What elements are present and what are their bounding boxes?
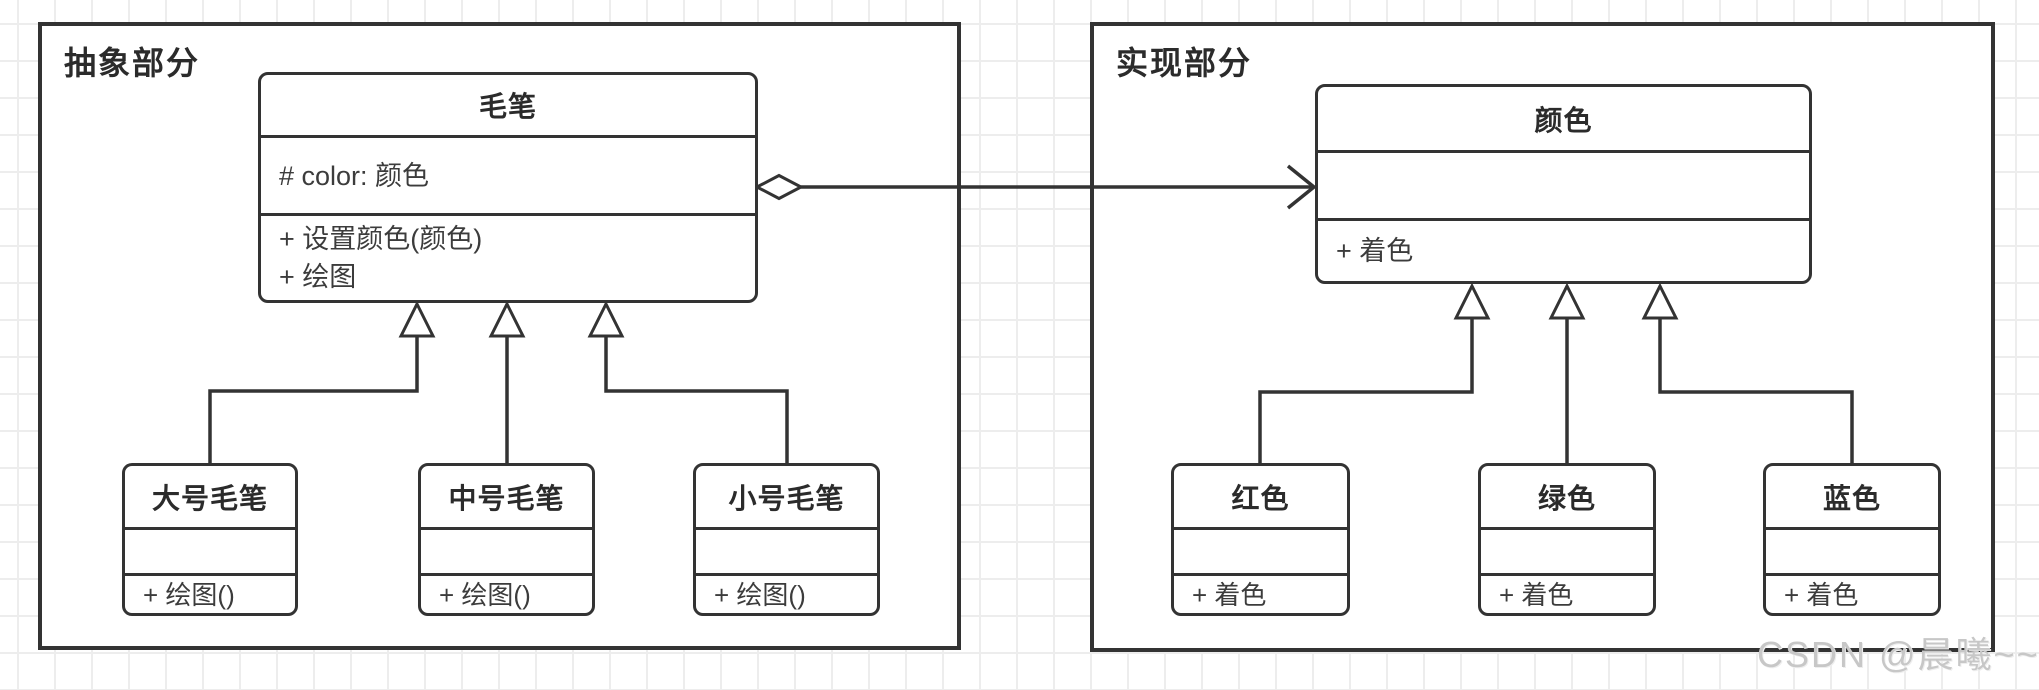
methods-compartment: + 着色	[1174, 573, 1347, 613]
class-name: 中号毛笔	[448, 482, 565, 514]
class-name: 小号毛笔	[728, 482, 845, 514]
class-name: 绿色	[1537, 482, 1596, 514]
attributes-compartment	[1481, 527, 1653, 573]
class-box-blue: 蓝色 + 着色	[1763, 463, 1941, 616]
class-name: 颜色	[1534, 104, 1593, 136]
attributes-compartment	[421, 527, 592, 573]
methods-compartment: + 绘图()	[696, 573, 877, 613]
class-box-color: 颜色 + 着色	[1315, 84, 1812, 284]
class-name: 红色	[1231, 482, 1290, 514]
method-row: + 着色	[1784, 579, 1859, 610]
method-row: + 绘图	[279, 262, 357, 292]
attributes-compartment	[1766, 527, 1938, 573]
class-box-brush: 毛笔 # color: 颜色 + 设置颜色(颜色) + 绘图	[258, 72, 758, 303]
method-row: + 绘图()	[714, 579, 806, 610]
csdn-watermark: CSDN @晨曦~~	[1757, 634, 2039, 675]
attributes-compartment	[1174, 527, 1347, 573]
method-row: + 绘图()	[439, 579, 531, 610]
class-name: 蓝色	[1822, 482, 1881, 514]
method-row: + 绘图()	[143, 579, 235, 610]
attribute-row: # color: 颜色	[279, 160, 430, 191]
abstraction-section-label: 抽象部分	[64, 45, 201, 81]
attributes-compartment	[696, 527, 877, 573]
attributes-compartment	[1318, 150, 1809, 218]
method-row: + 设置颜色(颜色)	[279, 224, 483, 254]
class-box-medium-brush: 中号毛笔 + 绘图()	[418, 463, 595, 616]
method-row: + 着色	[1336, 236, 1414, 266]
methods-compartment: + 设置颜色(颜色) + 绘图	[261, 213, 755, 300]
class-box-red: 红色 + 着色	[1171, 463, 1350, 616]
methods-compartment: + 着色	[1766, 573, 1938, 613]
implementation-section-label: 实现部分	[1116, 45, 1253, 81]
methods-compartment: + 绘图()	[125, 573, 295, 613]
class-box-large-brush: 大号毛笔 + 绘图()	[122, 463, 298, 616]
method-row: + 着色	[1499, 579, 1574, 610]
attributes-compartment	[125, 527, 295, 573]
class-name: 毛笔	[478, 91, 537, 122]
class-box-green: 绿色 + 着色	[1478, 463, 1656, 616]
method-row: + 着色	[1192, 579, 1267, 610]
attributes-compartment: # color: 颜色	[261, 135, 755, 213]
class-name: 大号毛笔	[151, 482, 268, 514]
methods-compartment: + 着色	[1481, 573, 1653, 613]
class-box-small-brush: 小号毛笔 + 绘图()	[693, 463, 880, 616]
methods-compartment: + 绘图()	[421, 573, 592, 613]
methods-compartment: + 着色	[1318, 218, 1809, 281]
